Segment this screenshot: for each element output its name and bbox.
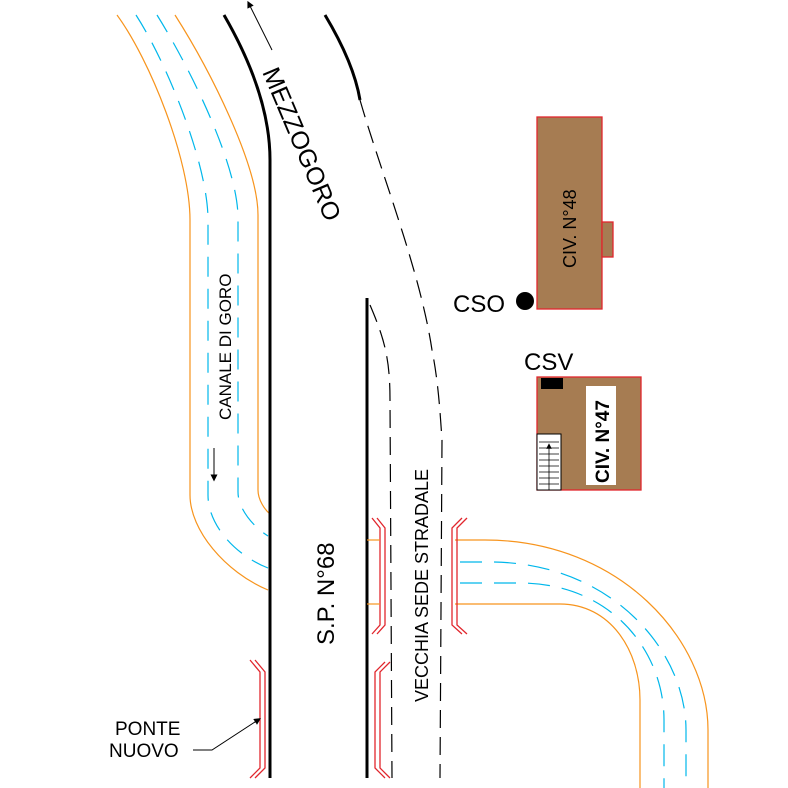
label-csv: CSV xyxy=(524,349,573,376)
road-sp68 xyxy=(222,0,369,778)
right-canal-flow-2 xyxy=(460,582,665,788)
label-civ48: CIV. N°48 xyxy=(560,189,580,268)
canale-di-goro-canal xyxy=(116,14,271,591)
staircase-icon xyxy=(539,441,559,490)
old-road-east-edge xyxy=(359,99,443,779)
ponte-nuovo-leader xyxy=(193,718,261,751)
label-ponte-line2: NUOVO xyxy=(109,741,179,762)
canal-bank-right xyxy=(174,14,271,515)
label-vecchia-sede-stradale: VECCHIA SEDE STRADALE xyxy=(412,469,432,702)
building-civ48-body xyxy=(536,116,603,310)
right-canal-bank-bottom xyxy=(455,603,641,788)
old-road-west-edge xyxy=(369,304,393,779)
canal-bank-left xyxy=(116,14,269,591)
right-canal-bank-top xyxy=(455,539,709,788)
label-civ47-box: CIV. N°47 xyxy=(586,386,616,485)
bridge-old-road-west xyxy=(371,517,386,635)
building-civ48 xyxy=(536,116,614,310)
old-road xyxy=(359,99,443,779)
building-civ48-annex xyxy=(601,221,614,258)
direction-arrow-icon xyxy=(247,0,273,51)
ponte-nuovo-east xyxy=(374,661,391,779)
label-cso: CSO xyxy=(453,291,505,318)
cso-marker xyxy=(516,292,534,310)
right-canal-flow-1 xyxy=(460,561,687,788)
bridge-old-road-east xyxy=(451,517,468,635)
road-west-edge xyxy=(222,14,272,778)
label-civ47: CIV. N°47 xyxy=(593,400,614,483)
csv-marker xyxy=(541,378,563,389)
label-sp68: S.P. N°68 xyxy=(313,542,340,645)
bridge-old-road xyxy=(367,517,468,635)
ponte-nuovo-west xyxy=(249,659,266,779)
label-ponte-line1: PONTE xyxy=(115,719,180,740)
label-canale-di-goro: CANALE DI GORO xyxy=(216,274,235,420)
right-canal xyxy=(455,539,709,788)
road-northeast-edge xyxy=(323,14,362,101)
canal-flow-line-2 xyxy=(156,14,269,537)
canal-flow-line-1 xyxy=(135,14,269,569)
